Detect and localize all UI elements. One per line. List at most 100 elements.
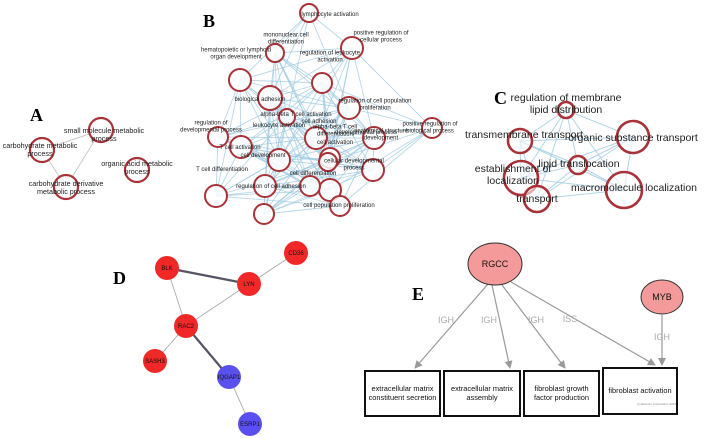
panel-letter-a: A	[30, 105, 43, 125]
go-node-b6	[257, 85, 283, 111]
go-node-a3	[123, 156, 151, 184]
gene-node-label: LYN	[243, 282, 254, 288]
evidence-label: IGH	[528, 315, 544, 325]
regulator-node-myb	[640, 279, 684, 315]
go-node-b4	[228, 68, 252, 92]
edge-b11-b12	[217, 116, 288, 138]
gene-node-rac2	[174, 314, 198, 338]
go-node-b23	[329, 195, 351, 217]
go-node-b22	[253, 203, 275, 225]
go-node-b20	[204, 184, 228, 208]
regulation-arrow	[414, 283, 489, 369]
edge-d3-d4	[185, 283, 250, 327]
panel-letter-c: C	[494, 88, 507, 108]
edge-b7-b21	[309, 107, 350, 187]
go-node-label: transport	[516, 193, 558, 205]
gene-node-label: CD36	[288, 251, 304, 257]
gene-node-blk	[155, 256, 179, 280]
edge-b11-b21	[286, 116, 311, 187]
regulator-node-label: MYB	[652, 292, 672, 302]
gene-node-esrp1	[238, 412, 262, 436]
edge-b15-b18	[264, 169, 374, 187]
go-node-b7	[337, 96, 361, 120]
edge-d1-d3	[166, 266, 250, 286]
gene-node-label: BLK	[161, 266, 172, 272]
gene-node-label: IQGAP1	[218, 375, 241, 381]
gene-node-cd36	[284, 241, 308, 265]
go-node-label: cell population proliferation	[303, 203, 374, 209]
edge-b16-b19	[329, 127, 433, 191]
go-node-b16	[421, 117, 443, 139]
go-node-label: T cell differentiation	[196, 167, 248, 173]
copyright-note: (c) Elsevier Corporation 2023	[637, 402, 676, 406]
edge-b7-b16	[348, 107, 433, 129]
go-node-b10	[362, 126, 386, 150]
edge-b22-b23	[263, 205, 341, 215]
go-node-label: transmembrane transport	[465, 129, 583, 141]
go-node-b13	[267, 148, 291, 172]
regulation-arrow	[491, 284, 513, 369]
go-node-a4	[52, 173, 80, 201]
edge-b3-b6	[269, 47, 353, 99]
target-process-box	[602, 367, 678, 415]
edge-b3-b9	[315, 47, 353, 139]
evidence-label: IGH	[654, 332, 670, 342]
go-node-c6	[604, 170, 644, 210]
edge-b2-b11	[274, 52, 288, 118]
go-node-b2	[265, 43, 285, 63]
go-node-b18	[253, 174, 277, 198]
go-node-label: macromolecule localization	[571, 182, 697, 194]
go-node-label: lymphocyte activation	[301, 12, 358, 18]
edge-c2-c3	[519, 136, 634, 142]
go-node-b11	[278, 108, 296, 126]
edge-b15-b16	[372, 127, 433, 171]
go-node-label: biological adhesion	[234, 97, 285, 103]
go-node-a2	[28, 136, 56, 164]
go-node-label: cell development	[240, 153, 285, 159]
go-node-label: regulation of cell adhesion	[236, 184, 306, 190]
edge-b11-b20	[215, 116, 288, 197]
edge-b7-b8	[240, 107, 350, 148]
edge-b5-b15	[321, 82, 374, 171]
panel-letter-e: E	[412, 284, 424, 304]
panel-letter-b: B	[203, 11, 215, 31]
gene-node-iqgap1	[217, 365, 241, 389]
edge-b13-b20	[215, 159, 280, 197]
target-process-box	[523, 370, 600, 417]
go-node-c2	[506, 127, 534, 155]
target-process-label: fibroblast activation	[608, 386, 671, 395]
go-node-b17	[318, 152, 338, 172]
edge-b2-b10	[274, 52, 375, 139]
go-node-c3	[615, 119, 651, 155]
gene-node-label: ESRP1	[240, 422, 260, 428]
edge-b5-b16	[321, 82, 433, 129]
gene-node-label: SASH3	[145, 359, 165, 365]
go-node-c5	[502, 159, 540, 197]
regulation-arrow	[501, 284, 566, 369]
edge-b3-b10	[351, 47, 375, 139]
gene-node-sash3	[143, 349, 167, 373]
target-process-box	[364, 370, 441, 417]
go-node-label: cell differentiation	[290, 171, 337, 177]
gene-node-lyn	[237, 272, 261, 296]
evidence-label: IGH	[438, 315, 454, 325]
go-node-b9	[304, 126, 328, 150]
go-node-b8	[229, 135, 253, 159]
edge-b10-b11	[286, 116, 375, 139]
